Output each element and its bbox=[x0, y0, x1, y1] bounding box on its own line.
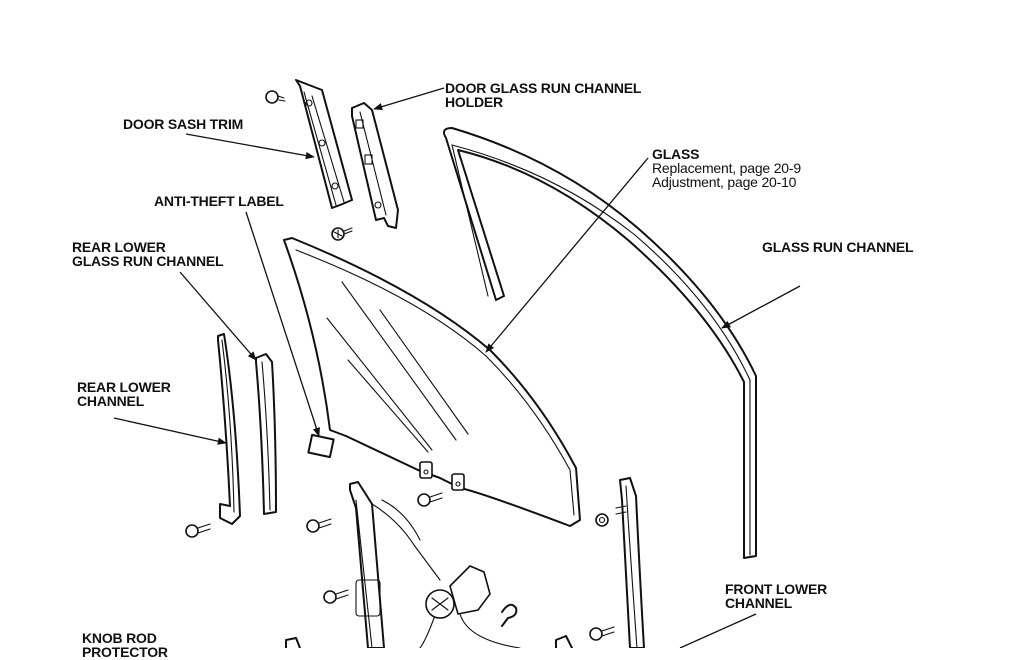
front-lower-channel-part bbox=[615, 477, 645, 649]
anti-theft-label-part bbox=[307, 433, 335, 459]
rear-lower-glass-run-channel-part bbox=[255, 353, 277, 515]
clip-fastener-icon bbox=[265, 90, 286, 104]
glass-run-channel-part bbox=[443, 127, 757, 559]
glass-adjustment-ref: Adjustment, page 20-10 bbox=[652, 174, 797, 190]
door-glass-part bbox=[283, 237, 581, 527]
bolt-icon bbox=[185, 523, 211, 538]
window-regulator-part bbox=[349, 481, 521, 649]
bolt-icon bbox=[323, 589, 349, 604]
label-rear-lower-channel: REAR LOWER CHANNEL bbox=[77, 379, 171, 409]
label-rear-lower-glass-run-channel: REAR LOWER GLASS RUN CHANNEL bbox=[72, 239, 224, 269]
door-glass-run-channel-holder-part bbox=[351, 102, 399, 229]
leader-holder bbox=[373, 87, 445, 111]
screw-icon bbox=[331, 227, 353, 241]
bolt-icon bbox=[589, 626, 615, 641]
leader-front-lower-channel bbox=[679, 613, 757, 649]
label-front-lower-channel: FRONT LOWER CHANNEL bbox=[725, 581, 828, 611]
leader-anti-theft-label bbox=[245, 211, 320, 437]
label-anti-theft-label: ANTI-THEFT LABEL bbox=[154, 193, 284, 209]
label-glass: GLASS Replacement, page 20-9 Adjustment,… bbox=[652, 146, 801, 190]
clip-icon bbox=[501, 603, 518, 627]
leader-door-sash-trim bbox=[185, 133, 315, 160]
label-glass-run-channel: GLASS RUN CHANNEL bbox=[762, 239, 914, 255]
glass-replacement-ref: Replacement, page 20-9 bbox=[652, 160, 801, 176]
label-door-glass-run-channel-holder: DOOR GLASS RUN CHANNEL HOLDER bbox=[445, 81, 641, 109]
rear-lower-channel-part bbox=[217, 333, 241, 525]
bolt-icon bbox=[306, 518, 332, 533]
label-door-sash-trim: DOOR SASH TRIM bbox=[123, 116, 244, 132]
label-line: HOLDER bbox=[445, 94, 503, 110]
label-line: DOOR GLASS RUN CHANNEL bbox=[445, 80, 642, 96]
leader-glass bbox=[485, 157, 649, 353]
bolt-icon bbox=[417, 492, 443, 507]
label-knob-rod-protector: KNOB ROD PROTECTOR bbox=[82, 630, 168, 660]
clip-icon bbox=[555, 635, 573, 649]
leader-glass-run-channel bbox=[721, 285, 801, 329]
leader-rear-lower-glass-run-channel bbox=[179, 271, 257, 361]
clip-icon bbox=[285, 637, 301, 649]
leader-rear-lower-channel bbox=[113, 417, 227, 445]
door-sash-trim-part bbox=[295, 79, 353, 209]
nut-icon bbox=[595, 513, 609, 527]
